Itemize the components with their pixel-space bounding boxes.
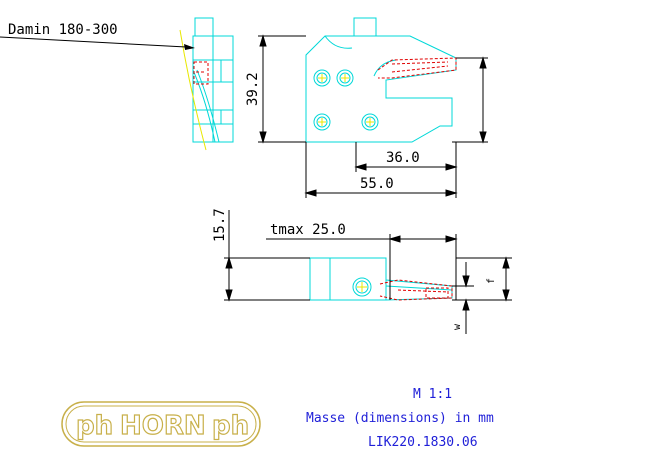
side-view-cutting-edge [193, 61, 209, 85]
dim-39-2 [258, 34, 306, 144]
top-view-screw-mark [357, 282, 367, 292]
top-view-insert [379, 279, 453, 301]
part-number: LIK220.1830.06 [368, 435, 478, 450]
side-view [192, 17, 234, 143]
dim-15-7-label: 15.7 [212, 208, 228, 242]
logo-brand: HORN [120, 411, 206, 441]
dim-w [452, 262, 474, 334]
damin-leader [0, 36, 195, 50]
front-view [305, 17, 457, 143]
front-view-insert [377, 57, 457, 79]
dim-f [456, 256, 512, 302]
units-note: Masse (dimensions) in mm [306, 411, 494, 426]
damin-label: Damin 180-300 [8, 22, 118, 38]
dim-w-label: w [452, 323, 463, 330]
horn-logo: ph HORN ph [61, 401, 261, 447]
dim-tmax-label: tmax 25.0 [270, 222, 346, 238]
dim-36-0 [354, 142, 458, 198]
top-view [309, 257, 453, 301]
logo-mark-right: ph [212, 411, 249, 441]
dim-55-0 [304, 142, 458, 198]
logo-mark-left: ph [76, 411, 113, 441]
dim-39-2-label: 39.2 [245, 72, 261, 106]
dim-15-7 [224, 210, 310, 302]
dim-36-0-label: 36.0 [386, 150, 420, 166]
scale-note: M 1:1 [413, 387, 452, 402]
workpiece-curve [179, 29, 207, 151]
dim-f-label: f [486, 278, 497, 284]
dim-55-0-label: 55.0 [360, 176, 394, 192]
dim-right-extension [452, 56, 488, 144]
front-view-screw-marks [318, 74, 374, 126]
dim-tmax [266, 234, 458, 300]
